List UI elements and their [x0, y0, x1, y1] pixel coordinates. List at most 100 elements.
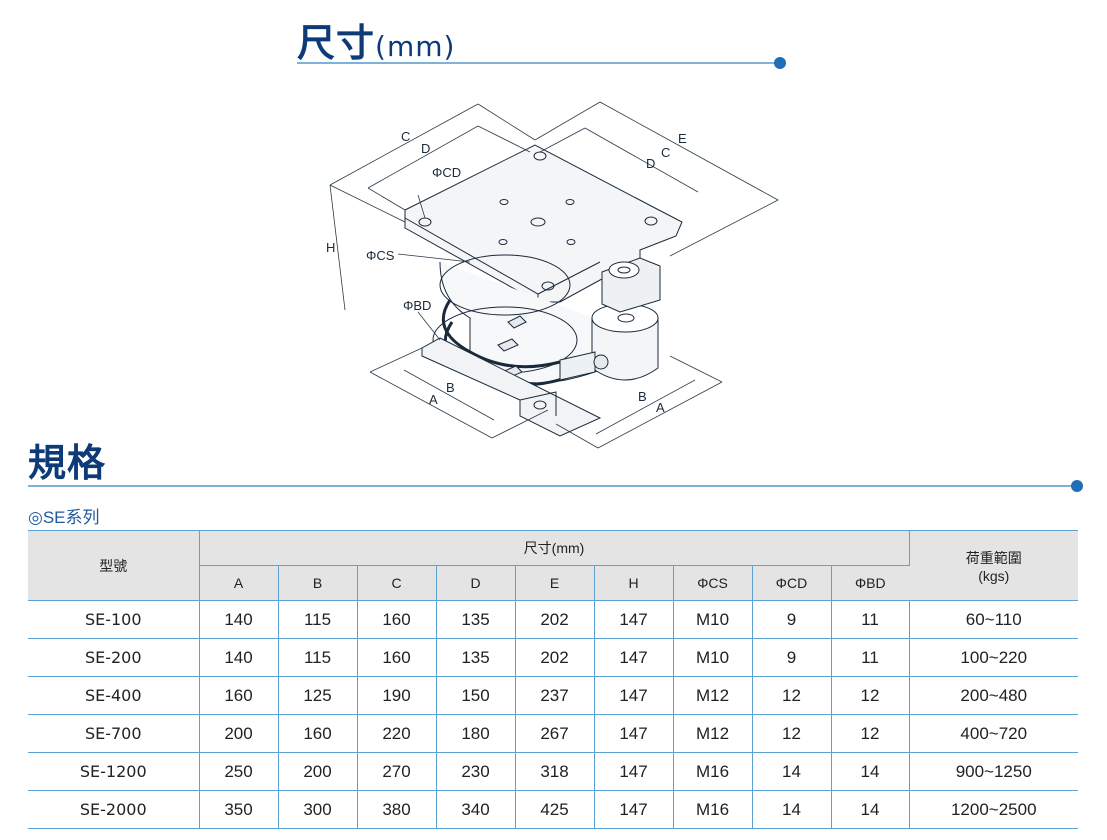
table-cell: 125 — [278, 676, 358, 715]
table-cell: 230 — [436, 752, 516, 791]
table-cell: 14 — [831, 790, 910, 829]
model-cell: SE-700 — [28, 714, 200, 753]
table-cell: 100~220 — [909, 638, 1078, 677]
table-cell: 400~720 — [909, 714, 1078, 753]
label-CS: ΦCS — [366, 248, 395, 263]
table-cell: 147 — [594, 676, 674, 715]
dimensions-title-rule — [297, 57, 786, 69]
header-load-line1: 荷重範圍 — [965, 549, 1022, 566]
table-cell: 9 — [752, 600, 832, 639]
table-cell: 160 — [357, 638, 437, 677]
model-cell: SE-1200 — [28, 752, 200, 791]
table-cell: 250 — [199, 752, 279, 791]
model-cell: SE-400 — [28, 676, 200, 715]
table-cell: 900~1250 — [909, 752, 1078, 791]
table-cell: M10 — [673, 600, 753, 639]
table-cell: 270 — [357, 752, 437, 791]
header-col: ΦCD — [752, 565, 832, 601]
label-A-right: A — [656, 400, 665, 415]
table-cell: 237 — [515, 676, 595, 715]
label-C-left: C — [401, 129, 410, 144]
table-cell: 350 — [199, 790, 279, 829]
model-cell: SE-2000 — [28, 790, 200, 829]
table-cell: 300 — [278, 790, 358, 829]
header-col: B — [278, 565, 358, 601]
table-cell: 147 — [594, 714, 674, 753]
header-col: H — [594, 565, 674, 601]
label-A-left: A — [429, 392, 438, 407]
table-cell: 150 — [436, 676, 516, 715]
table-cell: 190 — [357, 676, 437, 715]
header-load-line2: (kgs) — [978, 567, 1010, 584]
header-col: D — [436, 565, 516, 601]
table-cell: 11 — [831, 600, 910, 639]
header-col: ΦCS — [673, 565, 753, 601]
table-cell: 380 — [357, 790, 437, 829]
table-cell: 115 — [278, 600, 358, 639]
table-cell: 200~480 — [909, 676, 1078, 715]
label-C-right: C — [661, 145, 670, 160]
table-cell: 160 — [199, 676, 279, 715]
hose-loop-1 — [441, 299, 561, 369]
table-cell: 14 — [752, 790, 832, 829]
table-cell: 147 — [594, 752, 674, 791]
dimensions-title: 尺寸(mm) — [297, 12, 455, 67]
table-cell: 140 — [199, 600, 279, 639]
header-dimensions: 尺寸(mm) — [199, 530, 910, 566]
table-cell: 135 — [436, 600, 516, 639]
table-cell: 220 — [357, 714, 437, 753]
series-label: ◎SE系列 — [28, 508, 100, 527]
dimensions-title-text: 尺寸 — [297, 21, 376, 65]
table-cell: 425 — [515, 790, 595, 829]
header-load: 荷重範圍 (kgs) — [909, 530, 1078, 601]
label-E: E — [678, 131, 687, 146]
table-cell: M10 — [673, 638, 753, 677]
table-cell: 140 — [199, 638, 279, 677]
table-cell: M16 — [673, 790, 753, 829]
dimensions-title-unit: (mm) — [375, 30, 456, 63]
table-cell: 318 — [515, 752, 595, 791]
table-cell: 11 — [831, 638, 910, 677]
label-CD: ΦCD — [432, 165, 461, 180]
table-cell: 12 — [752, 676, 832, 715]
rule-dot-icon — [774, 57, 786, 69]
label-D-left: D — [421, 141, 430, 156]
table-cell: 14 — [831, 752, 910, 791]
table-cell: M12 — [673, 714, 753, 753]
table-cell: 147 — [594, 638, 674, 677]
table-cell: 60~110 — [909, 600, 1078, 639]
header-col: ΦBD — [831, 565, 909, 601]
header-model: 型號 — [28, 530, 200, 601]
specification-title-rule — [28, 480, 1083, 492]
specification-title: 規格 — [28, 441, 107, 485]
fitting-2 — [497, 338, 519, 352]
dimension-diagram: C D ΦCD E C D H ΦCS ΦBD B A B A — [326, 101, 779, 449]
table-cell: 147 — [594, 790, 674, 829]
model-cell: SE-100 — [28, 600, 200, 639]
table-cell: M16 — [673, 752, 753, 791]
header-col: A — [199, 565, 279, 601]
label-H: H — [326, 240, 335, 255]
fitting-1 — [507, 315, 527, 329]
table-cell: 135 — [436, 638, 516, 677]
label-B-right: B — [638, 389, 647, 404]
header-col: E — [515, 565, 595, 601]
table-cell: 202 — [515, 638, 595, 677]
table-cell: 340 — [436, 790, 516, 829]
model-cell: SE-200 — [28, 638, 200, 677]
table-cell: M12 — [673, 676, 753, 715]
label-BD: ΦBD — [403, 298, 431, 313]
table-cell: 12 — [752, 714, 832, 753]
table-cell: 180 — [436, 714, 516, 753]
table-cell: 160 — [357, 600, 437, 639]
table-cell: 1200~2500 — [909, 790, 1078, 829]
table-cell: 200 — [278, 752, 358, 791]
table-cell: 202 — [515, 600, 595, 639]
